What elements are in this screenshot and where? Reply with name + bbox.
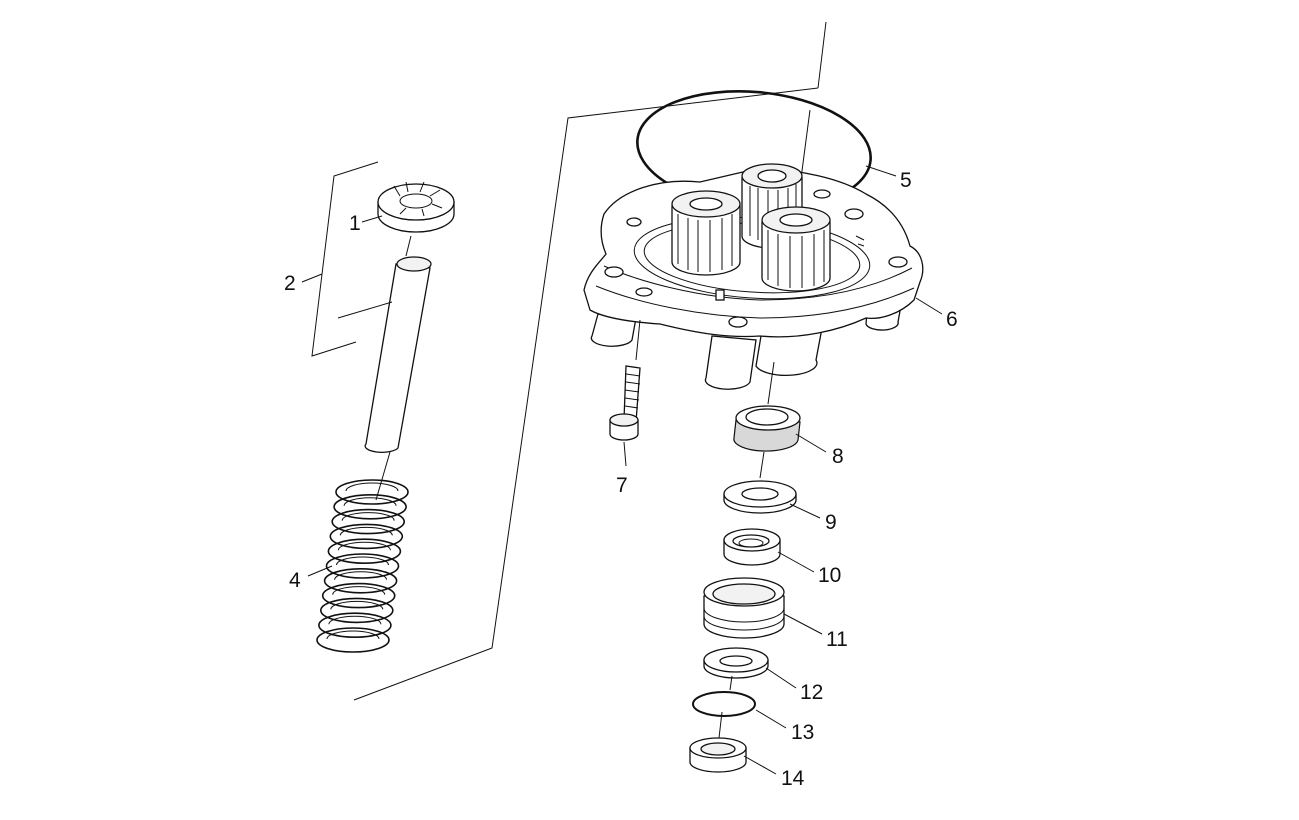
part-10-shaft-seal [723, 528, 781, 566]
callout-8: 8 [832, 445, 844, 468]
part-1-lock-washer [377, 181, 455, 257]
part-13-o-ring [692, 691, 756, 739]
callout-4: 4 [289, 569, 301, 592]
spring-coil-inner [343, 497, 397, 506]
spring-coil-inner [332, 586, 386, 595]
spring-coil-inner [339, 526, 393, 536]
callout-1: 1 [349, 212, 361, 235]
part-7-cap-screw [609, 319, 641, 467]
spring-coil-turn [329, 523, 404, 550]
spring-coil-inner [341, 512, 395, 521]
spring-coil-inner [336, 556, 389, 566]
callout-9: 9 [825, 511, 837, 534]
callout-12: 12 [800, 681, 823, 704]
callout-10: 10 [818, 564, 841, 587]
callout-11: 11 [826, 628, 848, 651]
callout-6: 6 [946, 308, 958, 331]
callout-14: 14 [781, 767, 805, 790]
leader-lines [301, 165, 943, 775]
spring-coil-turn [323, 567, 398, 594]
part-11-cup [703, 577, 785, 639]
group-bracket-main [353, 21, 827, 701]
spring-coil-turn [333, 493, 407, 520]
callout-13: 13 [791, 721, 814, 744]
spring-coil-turn [335, 479, 409, 505]
spring-coil-inner [330, 600, 384, 610]
spring-coil-turn [319, 597, 394, 624]
spring-coil-inner [345, 482, 399, 492]
callout-7: 7 [616, 474, 628, 497]
pump-gear-left [671, 190, 741, 276]
spring-coil-inner [328, 615, 382, 625]
part-4-coil-spring [316, 479, 409, 653]
spring-coil-inner [337, 541, 391, 551]
spring-coil-turn [318, 612, 392, 639]
callout-5: 5 [900, 169, 912, 192]
callout-labels: 1 2 4 5 6 7 8 9 10 11 12 13 14 [284, 169, 958, 790]
spring-coil-inner [334, 571, 388, 580]
callout-2: 2 [284, 272, 296, 295]
part-14-sleeve [689, 737, 747, 773]
pump-gear-right [761, 206, 831, 292]
spring-coil-turn [316, 627, 390, 653]
spring-coil-turn [331, 508, 406, 535]
spring-coil-inner [326, 630, 380, 640]
part-2-pin [337, 256, 432, 501]
part-12-washer [703, 647, 769, 691]
part-9-flat-washer [723, 480, 797, 514]
part-8-bearing [733, 361, 801, 479]
part-6-pump-housing [583, 167, 924, 390]
spring-coil-turn [321, 582, 396, 609]
spring-coil-turn [327, 538, 402, 565]
spring-coil-turn [325, 553, 400, 579]
group-bracket-left [311, 161, 379, 357]
